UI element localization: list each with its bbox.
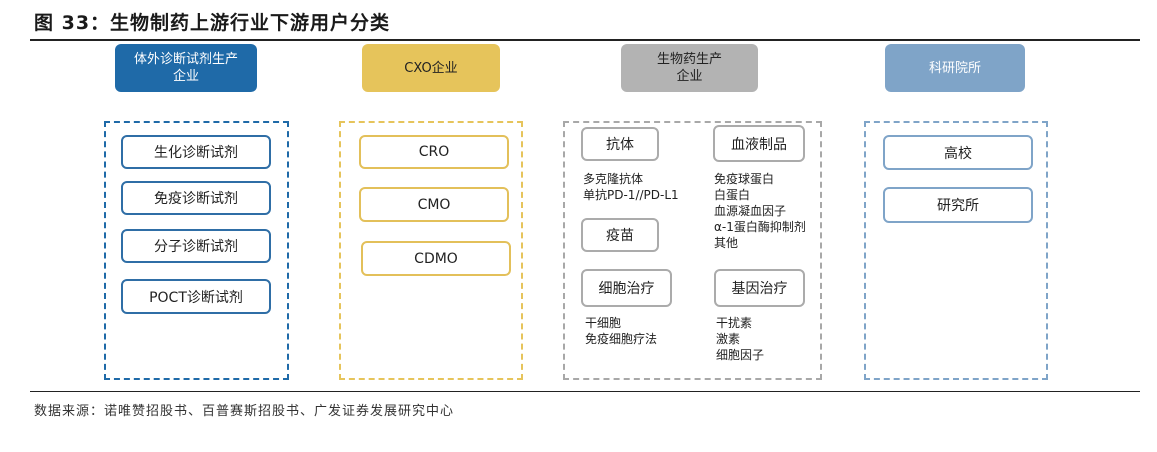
detail-item: 血源凝血因子 <box>714 204 787 218</box>
bottom-rule <box>30 391 1140 392</box>
detail-item: 单抗PD-1//PD-L1 <box>583 188 679 202</box>
item-cmo: CMO <box>359 187 509 222</box>
group-cell-therapy: 细胞治疗 <box>581 269 672 307</box>
detail-item: 激素 <box>716 332 741 346</box>
detail-item: 多克隆抗体 <box>583 172 644 186</box>
panel-research <box>864 121 1048 380</box>
panel-cxo <box>339 121 523 380</box>
header-biopharma-manufacturers: 生物药生产 企业 <box>621 44 758 92</box>
panel-biopharma <box>563 121 822 380</box>
item-biochemical-diagnostic-reagent: 生化诊断试剂 <box>121 135 271 169</box>
item-university: 高校 <box>883 135 1033 170</box>
item-poct-diagnostic-reagent: POCT诊断试剂 <box>121 279 271 314</box>
top-rule <box>30 39 1140 41</box>
detail-item: 免疫球蛋白 <box>714 172 775 186</box>
antibody-details: 多克隆抗体 单抗PD-1//PD-L1 <box>583 171 679 203</box>
header-cxo-companies: CXO企业 <box>362 44 500 92</box>
detail-item: 免疫细胞疗法 <box>585 332 658 346</box>
detail-item: α-1蛋白酶抑制剂 <box>714 220 806 234</box>
detail-item: 干扰素 <box>716 316 753 330</box>
gene-therapy-details: 干扰素 激素 细胞因子 <box>716 315 764 363</box>
group-vaccine: 疫苗 <box>581 218 659 252</box>
detail-item: 细胞因子 <box>716 348 765 362</box>
panel-ivd <box>104 121 289 380</box>
group-blood-products: 血液制品 <box>713 125 805 162</box>
figure-title: 图 33：生物制药上游行业下游用户分类 <box>34 12 391 34</box>
item-research-institute: 研究所 <box>883 187 1033 223</box>
detail-item: 白蛋白 <box>714 188 751 202</box>
cell-therapy-details: 干细胞 免疫细胞疗法 <box>585 315 657 347</box>
detail-item: 干细胞 <box>585 316 622 330</box>
group-gene-therapy: 基因治疗 <box>714 269 805 307</box>
header-research-institutes: 科研院所 <box>885 44 1025 92</box>
item-cdmo: CDMO <box>361 241 511 276</box>
item-cro: CRO <box>359 135 509 169</box>
header-ivd-manufacturers: 体外诊断试剂生产 企业 <box>115 44 257 92</box>
detail-item: 其他 <box>714 236 739 250</box>
source-note: 数据来源：诺唯赞招股书、百普赛斯招股书、广发证券发展研究中心 <box>34 404 455 419</box>
item-immuno-diagnostic-reagent: 免疫诊断试剂 <box>121 181 271 215</box>
blood-products-details: 免疫球蛋白 白蛋白 血源凝血因子 α-1蛋白酶抑制剂 其他 <box>714 171 806 251</box>
group-antibody: 抗体 <box>581 127 659 161</box>
item-molecular-diagnostic-reagent: 分子诊断试剂 <box>121 229 271 263</box>
